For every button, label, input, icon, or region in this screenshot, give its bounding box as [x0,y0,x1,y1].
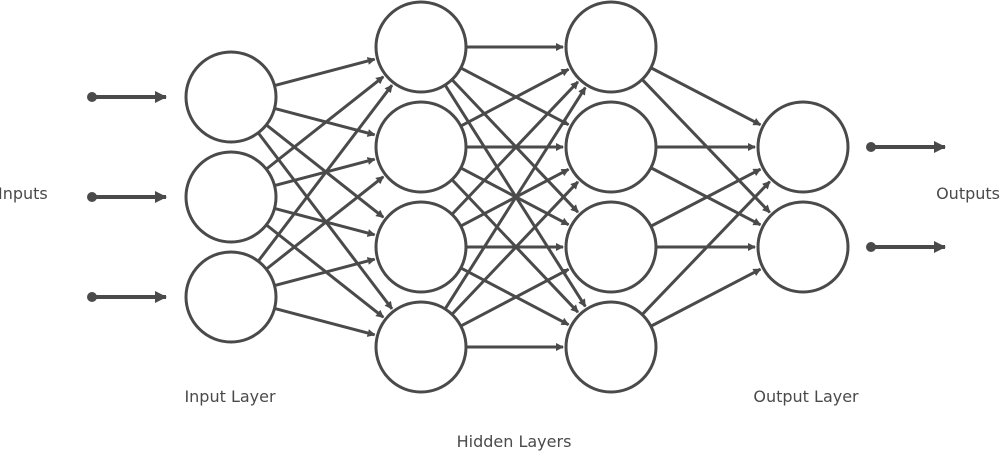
inputs-label: Inputs [0,184,48,203]
edge-input-1-to-hidden-1-1 [275,57,376,87]
hidden-2-node-4 [564,300,658,394]
edge-hidden-2-4-to-output-1 [641,180,771,315]
input-node-3 [184,250,278,344]
hidden-2-node-3 [564,200,658,294]
connection-edges [257,43,771,351]
edge-hidden-1-2-to-hidden-2-1 [461,68,570,127]
edge-input-3-to-hidden-1-2 [266,175,385,270]
hidden-layers-label: Hidden Layers [457,432,572,451]
hidden-2-node-2 [564,100,658,194]
edge-hidden-1-4-to-hidden-2-3 [461,268,570,327]
input-node-2 [184,150,278,244]
edge-input-3-to-hidden-1-4 [275,307,376,337]
edge-hidden-2-1-to-output-1 [651,66,762,127]
edge-hidden-1-4-to-hidden-2-2 [451,180,580,315]
input-layer-label: Input Layer [184,387,276,406]
io-arrows [87,91,946,303]
edge-hidden-2-4-to-output-2 [651,267,762,328]
hidden-1-node-4 [374,300,468,394]
edge-hidden-1-3-to-hidden-2-1 [451,80,580,215]
edge-hidden-1-4-to-hidden-2-1 [444,86,587,309]
hidden-1-node-1 [374,0,468,94]
edge-input-2-to-hidden-1-1 [266,75,385,170]
neuron-nodes [184,0,850,394]
edge-hidden-2-3-to-output-1 [651,167,762,228]
edge-input-3-to-hidden-1-1 [257,84,394,262]
output-node-1 [756,100,850,194]
hidden-1-node-2 [374,100,468,194]
hidden-1-node-3 [374,200,468,294]
input-node-1 [184,50,278,144]
output-node-2 [756,200,850,294]
edge-input-3-to-hidden-1-3 [275,257,376,287]
hidden-2-node-1 [564,0,658,94]
outputs-label: Outputs [936,184,1000,203]
output-layer-label: Output Layer [753,387,859,406]
